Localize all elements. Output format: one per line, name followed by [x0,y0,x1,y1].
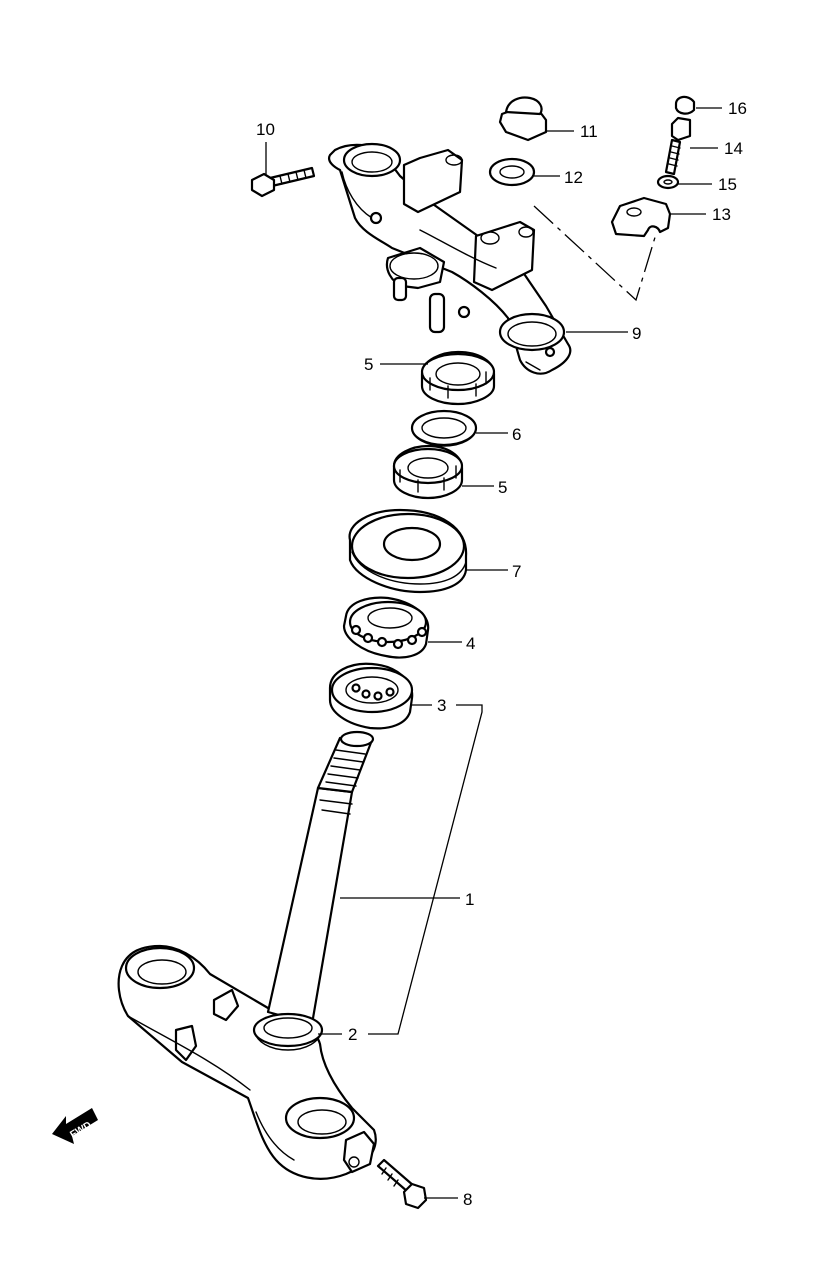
washer-part-12 [488,157,536,187]
cap-part-16 [674,95,696,115]
cap-nut-part-11 [498,96,548,142]
bolt-part-14 [664,116,692,176]
callout-2: 2 [348,1025,357,1044]
upper-bracket-part-9 [328,142,572,375]
lock-nut-part-5-lower [392,444,464,500]
bolt-part-10 [250,166,316,198]
callout-6: 6 [512,425,521,444]
callout-3: 3 [437,696,446,715]
leader-lines [265,107,722,1199]
callout-9: 9 [632,324,641,343]
callout-16: 16 [728,99,747,118]
callout-13: 13 [712,205,731,224]
assembly-line [533,205,657,302]
callout-7: 7 [512,562,521,581]
dust-seal-part-7 [348,508,468,594]
callout-4: 4 [466,634,475,653]
callout-12: 12 [564,168,583,187]
lock-nut-part-5-upper [420,350,496,406]
callout-14: 14 [724,139,743,158]
washer-part-6 [410,409,478,447]
fwd-arrow-icon: FWD [52,1108,98,1144]
callout-5-lower: 5 [498,478,507,497]
callout-10: 10 [256,120,275,139]
callout-5-upper: 5 [364,355,373,374]
steering-stem-lower-bracket-part-1 [117,730,377,1180]
callout-labels: 10 11 12 16 14 15 13 9 5 6 5 7 4 3 1 2 8 [256,99,747,1209]
bolt-part-8 [376,1158,428,1210]
handlebar-holder-part-13 [610,196,672,238]
callout-15: 15 [718,175,737,194]
bearing-part-4 [342,596,430,659]
lock-washer-part-15 [656,174,680,190]
callout-8: 8 [463,1190,472,1209]
callout-1: 1 [465,890,474,909]
callout-11: 11 [580,122,598,141]
bearing-part-3 [328,662,414,730]
